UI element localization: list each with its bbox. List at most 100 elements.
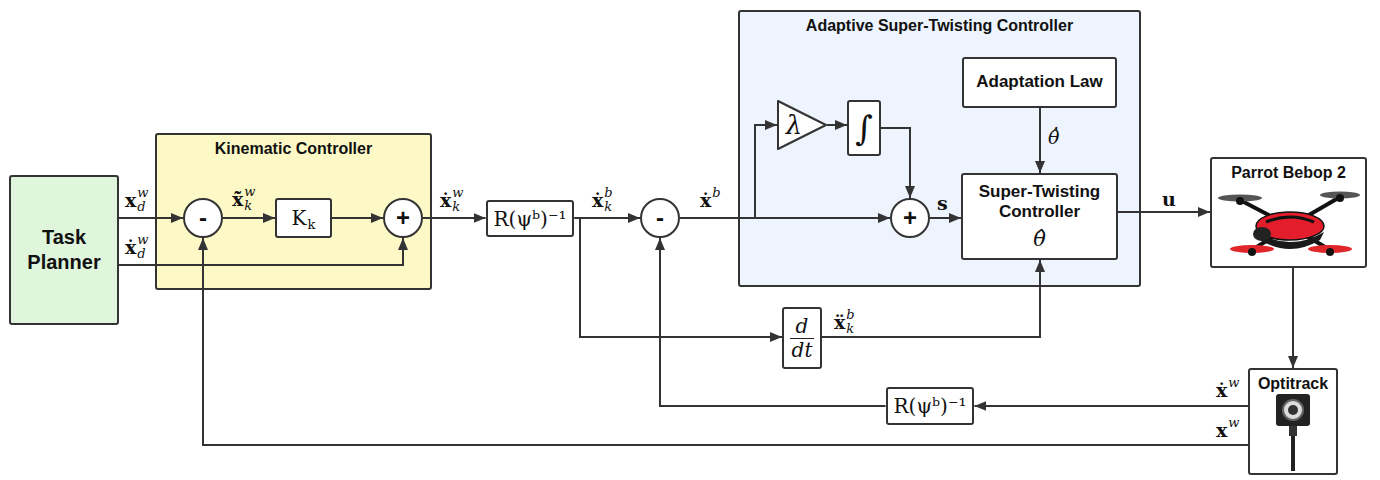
node-label: K	[292, 207, 307, 229]
node-label: Optitrack	[1258, 370, 1328, 393]
node-label: R(ψᵇ)⁻¹	[494, 208, 567, 230]
signal-connector	[423, 217, 486, 219]
signal-label: ẍ	[834, 313, 845, 332]
node-label: R(ψᵇ)⁻¹	[894, 395, 967, 417]
camera-lens-center	[1288, 405, 1298, 415]
node-label: Parrot Bebop 2	[1231, 159, 1346, 182]
node-label: ∫	[855, 111, 873, 145]
signal-label: x	[125, 191, 136, 210]
signal-connector	[680, 217, 890, 219]
signal-subscript: k	[604, 200, 612, 213]
camera-mount	[1289, 426, 1297, 436]
group-title: Adaptive Super-Twisting Controller	[806, 12, 1073, 35]
node-label: -	[199, 206, 207, 230]
signal-superscript: b	[846, 308, 854, 321]
signal-superscript: w	[244, 185, 255, 198]
drone-box: Parrot Bebop 2	[1210, 157, 1367, 268]
integrator-block: ∫	[847, 100, 881, 156]
motion-capture-box: Optitrack	[1248, 368, 1338, 475]
node-label: d	[790, 315, 814, 339]
signal-connector	[660, 238, 886, 406]
summing-junction: -	[183, 198, 223, 238]
signal-label: ẋ	[440, 191, 451, 210]
node-label: +	[903, 206, 917, 230]
signal-connector	[930, 217, 961, 219]
adaptive-controller-group: Adaptive Super-Twisting Controller λ ∫ + Ada…	[738, 10, 1141, 287]
motor	[1336, 194, 1344, 202]
gain-block: Kk	[275, 198, 332, 238]
node-label: k	[308, 218, 316, 232]
signal-connector	[827, 124, 847, 126]
group-fill	[155, 133, 432, 290]
signal-connector	[974, 405, 1248, 407]
signal-connector	[822, 260, 1040, 337]
signal-subscript: d	[137, 200, 145, 213]
signal-connector	[574, 218, 782, 337]
signal-label: x̃̇	[232, 190, 243, 209]
signal-superscript: w	[452, 186, 463, 199]
motor	[1236, 197, 1244, 205]
signal-connector	[881, 128, 910, 198]
signal-label: ẋ	[700, 191, 711, 210]
signal-subscript: k	[846, 322, 854, 335]
signal-superscript: w	[1228, 416, 1239, 429]
gain-triangle: λ	[777, 100, 827, 150]
signal-label: θ̂̇	[1048, 128, 1059, 147]
summing-junction: +	[383, 198, 423, 238]
signal-label: x	[1216, 421, 1227, 440]
node-label: θ̂	[1033, 228, 1046, 251]
signal-superscript: w	[137, 186, 148, 199]
signal-superscript: w	[1228, 376, 1239, 389]
signal-connector	[119, 238, 403, 265]
derivative-block: ddt	[782, 307, 822, 369]
signal-subscript: k	[244, 199, 252, 212]
signal-label: ẋ	[1216, 381, 1227, 400]
camera-lens	[1283, 400, 1303, 420]
group-title: Kinematic Controller	[215, 135, 372, 158]
drone-camera	[1253, 227, 1271, 241]
signal-superscript: b	[712, 186, 720, 199]
drone-illustration	[1218, 192, 1360, 257]
motor	[1326, 248, 1334, 256]
kinematic-controller-group: Kinematic Controller - Kk +	[155, 133, 432, 290]
camera-body	[1276, 394, 1310, 426]
summing-junction: +	[890, 198, 930, 238]
signal-connector	[223, 217, 275, 219]
node-label: Adaptation Law	[976, 72, 1103, 92]
camera-pole	[1291, 436, 1295, 471]
signal-superscript: b	[604, 186, 612, 199]
motor	[1248, 248, 1256, 256]
node-label: dt	[792, 339, 813, 361]
signal-subscript: d	[137, 247, 145, 260]
node-label: Super-Twisting Controller	[968, 182, 1111, 223]
signal-label: u	[1162, 190, 1176, 209]
signal-label: ẋ	[592, 191, 603, 210]
signal-label: s	[937, 194, 948, 213]
node-label: λ	[786, 112, 818, 138]
signal-connector	[332, 217, 383, 219]
drone-stripe	[1266, 217, 1314, 222]
node-label: +	[396, 206, 410, 230]
rotation-block: R(ψᵇ)⁻¹	[886, 387, 975, 425]
signal-connector	[119, 217, 183, 219]
node-label: -	[656, 206, 664, 230]
super-twisting-box: Super-Twisting Controller θ̂	[961, 173, 1118, 260]
node-label: Task Planner	[16, 225, 112, 275]
signal-connector	[574, 217, 640, 219]
signal-subscript: k	[452, 200, 460, 213]
signal-connector	[1118, 211, 1210, 213]
signal-label: ẋ	[125, 238, 136, 257]
signal-connector	[1292, 268, 1294, 368]
camera-illustration	[1276, 394, 1310, 471]
signal-connector	[1039, 108, 1041, 173]
task-planner-box: Task Planner	[9, 175, 119, 325]
adaptation-law-box: Adaptation Law	[962, 57, 1117, 108]
signal-connector	[203, 238, 1248, 445]
summing-junction: -	[640, 198, 680, 238]
signal-superscript: w	[137, 233, 148, 246]
triangle-shape	[778, 101, 826, 149]
signal-connector	[680, 125, 777, 218]
